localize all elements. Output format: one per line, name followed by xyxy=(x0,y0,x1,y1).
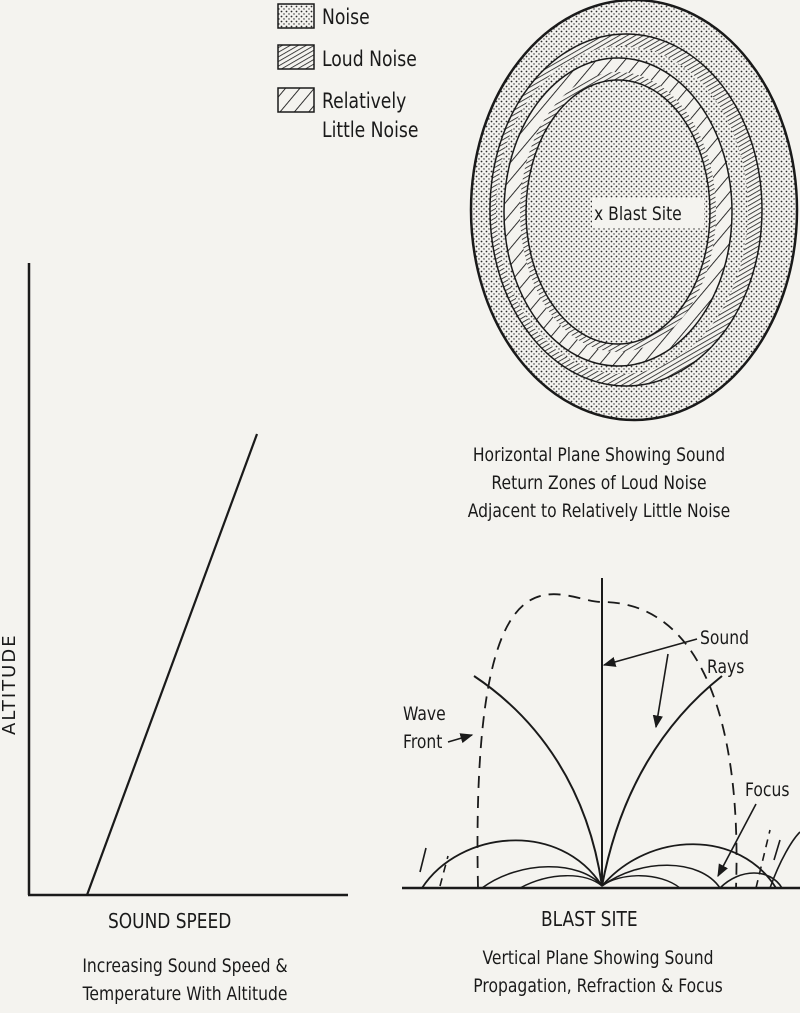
refracted-ray-5 xyxy=(519,875,603,889)
wave-front-label-line1: Wave xyxy=(403,704,446,726)
vertical-plane-diagram: Sound Rays Wave Front Focus BLAST SITE xyxy=(402,578,800,931)
legend-swatch-noise xyxy=(277,3,315,29)
y-axis-label: ALTITUDE xyxy=(0,633,20,735)
horizontal-caption-line2: Return Zones of Loud Noise xyxy=(491,472,707,494)
blast-site-label: x Blast Site xyxy=(594,204,682,226)
leader-focus xyxy=(717,803,757,878)
speed-line xyxy=(85,433,259,896)
sound-ray-left xyxy=(473,675,603,887)
refracted-ray-4 xyxy=(601,864,721,889)
leader-sound-rays-1 xyxy=(602,638,698,667)
vertical-caption-line2: Propagation, Refraction & Focus xyxy=(473,975,723,997)
leader-sound-rays-2 xyxy=(652,653,669,729)
wave-front-dash-1 xyxy=(419,847,427,873)
wave-front-dash-2 xyxy=(439,855,449,887)
graph-caption: Increasing Sound Speed & Temperature Wit… xyxy=(50,952,321,1008)
graph-caption-line1: Increasing Sound Speed & xyxy=(82,955,288,977)
sound-ray-right xyxy=(601,675,723,887)
refracted-ray-6 xyxy=(601,875,681,889)
legend-label-little-noise-line1: Relatively xyxy=(322,88,406,113)
x-axis-label: SOUND SPEED xyxy=(108,911,231,934)
wave-front-label-line2: Front xyxy=(403,732,443,754)
return-ray-far xyxy=(719,872,783,889)
legend-label-loud-noise: Loud Noise xyxy=(322,46,417,71)
sound-rays-label-line2: Rays xyxy=(707,657,744,679)
refracted-ray-3 xyxy=(481,865,603,889)
wave-front-dash-4 xyxy=(773,839,781,861)
wave-front-dash-3 xyxy=(755,829,771,889)
speed-altitude-graph: ALTITUDE SOUND SPEED xyxy=(0,263,348,933)
wave-front xyxy=(476,593,738,889)
vertical-plane-caption: Vertical Plane Showing Sound Propagation… xyxy=(459,944,738,1000)
refracted-ray-2 xyxy=(601,843,777,889)
focus-label: Focus xyxy=(745,780,789,802)
vertical-caption-line1: Vertical Plane Showing Sound xyxy=(482,947,714,969)
legend-swatch-loud-noise xyxy=(277,44,315,70)
leader-wave-front xyxy=(447,733,474,744)
sound-rays-label-line1: Sound xyxy=(700,628,749,650)
horizontal-caption-line1: Horizontal Plane Showing Sound xyxy=(472,444,726,466)
horizontal-caption-line3: Adjacent to Relatively Little Noise xyxy=(467,500,731,522)
legend-label-noise: Noise xyxy=(322,4,370,29)
refracted-ray-1 xyxy=(421,839,603,889)
return-ray-edge xyxy=(769,831,800,889)
graph-caption-line2: Temperature With Altitude xyxy=(82,983,288,1005)
legend-swatch-little-noise xyxy=(277,87,315,113)
horizontal-plane-diagram: x Blast Site xyxy=(469,0,799,422)
legend-label-little-noise-line2: Little Noise xyxy=(322,117,418,142)
horizontal-plane-caption: Horizontal Plane Showing Sound Return Zo… xyxy=(454,441,744,525)
vertical-blast-site-label: BLAST SITE xyxy=(541,909,638,932)
legend: Noise Loud Noise Relatively Little Noise xyxy=(277,3,418,142)
